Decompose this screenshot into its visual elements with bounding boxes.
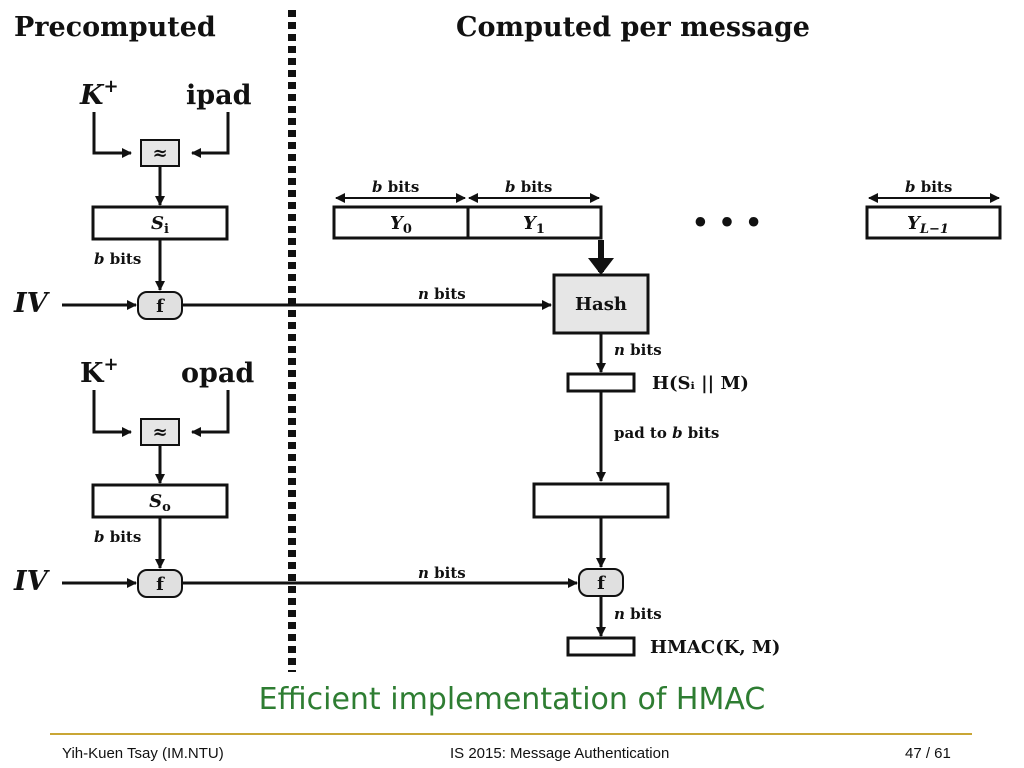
padded-box [532, 482, 670, 519]
inner-f-label: f [156, 296, 165, 317]
footer-rule [50, 733, 972, 735]
outer-xor-box [140, 418, 180, 446]
footer-page-number: 47 / 61 [905, 745, 951, 762]
hash-n-bits-label: n bits [614, 341, 662, 359]
outer-b-bits-label: b bits [94, 528, 141, 546]
slide-caption: Efficient implementation of HMAC [258, 682, 766, 717]
output-box [566, 636, 636, 657]
block-ylast [865, 205, 1002, 240]
so-box [91, 483, 229, 519]
outer-f-label: f [156, 574, 165, 595]
inner-result-label: H(Sᵢ || M) [652, 373, 749, 394]
outer-key-line [92, 390, 132, 437]
opad-line [191, 390, 230, 437]
inner-n-bits-label: n bits [418, 285, 466, 303]
outer-key-label: K+ [80, 354, 119, 389]
inner-b-bits-label: b bits [94, 250, 141, 268]
block-ylast-label: YL−1 [907, 213, 949, 237]
block-y1 [466, 205, 603, 240]
final-f-label: f [597, 573, 606, 594]
block-y0-label: Y0 [390, 213, 412, 237]
hash-box [552, 273, 650, 335]
hash-label: Hash [575, 294, 627, 315]
footer-author: Yih-Kuen Tsay (IM.NTU) [62, 745, 224, 762]
y0-bits-label: b bits [372, 178, 419, 196]
final-n-bits-label: n bits [614, 605, 662, 623]
block-y0 [332, 205, 470, 240]
block-y1-label: Y1 [523, 213, 545, 237]
block-ellipsis: • • • [692, 208, 763, 239]
ylast-bits-label: b bits [905, 178, 952, 196]
ipad-line [191, 112, 230, 158]
inner-key-line [92, 112, 132, 158]
outer-xor-symbol: ≈ [152, 422, 167, 443]
header-computed-per-message: Computed per message [456, 12, 810, 43]
inner-xor-symbol: ≈ [152, 143, 167, 164]
inner-iv-label: IV [13, 288, 51, 319]
inner-key-label: K+ [79, 76, 119, 111]
y1-bits-label: b bits [505, 178, 552, 196]
output-label: HMAC(K, M) [650, 637, 780, 658]
outer-iv-label: IV [13, 566, 51, 597]
inner-result-box [566, 372, 636, 393]
footer-title: IS 2015: Message Authentication [450, 745, 670, 762]
ipad-label: ipad [186, 80, 252, 111]
outer-n-bits-label: n bits [418, 564, 466, 582]
si-label: Si [151, 213, 169, 237]
blocks-to-hash-arrowhead [588, 258, 614, 275]
pad-to-label: pad to b bits [614, 424, 719, 442]
so-label: So [149, 491, 171, 515]
opad-label: opad [181, 358, 254, 389]
header-precomputed: Precomputed [14, 12, 216, 43]
hmac-diagram: Precomputed Computed per message K+ ipad… [13, 10, 1002, 672]
inner-xor-box [140, 139, 180, 167]
